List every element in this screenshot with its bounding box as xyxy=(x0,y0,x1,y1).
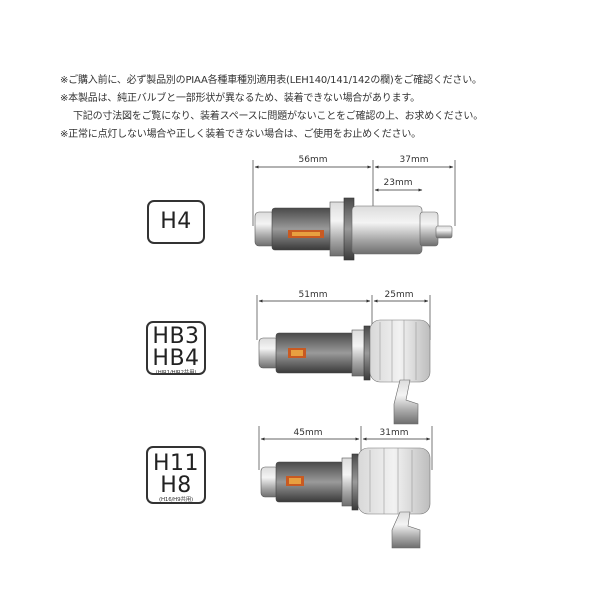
notice-block: ※ご購入前に、必ず製品別のPIAA各種車種別適用表(LEH140/141/142… xyxy=(60,72,580,144)
hb-bulb-illustration xyxy=(258,319,431,425)
badge-hb-compat: (HIR1/HIR2共用) xyxy=(155,370,197,376)
badge-h11-label: H11 xyxy=(152,451,200,476)
badge-h11-compat: (H16/H9共用) xyxy=(159,497,193,503)
note-line-4: ※正常に点灯しない場合や正しく装着できない場合は、ご使用をお止めください。 xyxy=(60,129,421,140)
badge-h11-h8: H11 H8 (H16/H9共用) xyxy=(146,446,206,504)
badge-hb3-label: HB3 xyxy=(152,324,200,349)
hb-dim-51: 51mm xyxy=(299,290,328,300)
h11-dim-31: 31mm xyxy=(380,428,409,438)
note-line-3: 下記の寸法図をご覧になり、装着スペースに問題がないことをご確認の上、お求めくださ… xyxy=(73,111,483,122)
badge-h8-label: H8 xyxy=(160,473,192,498)
note-line-1: ※ご購入前に、必ず製品別のPIAA各種車種別適用表(LEH140/141/142… xyxy=(60,75,482,86)
badge-h4-label: H4 xyxy=(160,209,192,234)
h4-bulb-illustration xyxy=(254,197,453,261)
h4-dim-37: 37mm xyxy=(400,155,429,165)
hb-dim-25: 25mm xyxy=(385,290,414,300)
badge-hb3-hb4: HB3 HB4 (HIR1/HIR2共用) xyxy=(146,321,206,376)
badge-h4: H4 xyxy=(147,200,205,244)
h11-bulb-illustration xyxy=(260,447,431,549)
h4-dimensions: 56mm 37mm 23mm xyxy=(252,155,456,226)
badge-hb4-label: HB4 xyxy=(152,346,200,371)
h4-dim-56: 56mm xyxy=(299,155,328,165)
h11-dimensions: 45mm 31mm xyxy=(258,426,433,470)
note-line-2: ※本製品は、純正バルブと一部形状が異なるため、装着できない場合があります。 xyxy=(60,93,420,104)
h11-dim-45: 45mm xyxy=(294,428,323,438)
h4-dim-23: 23mm xyxy=(384,178,413,188)
